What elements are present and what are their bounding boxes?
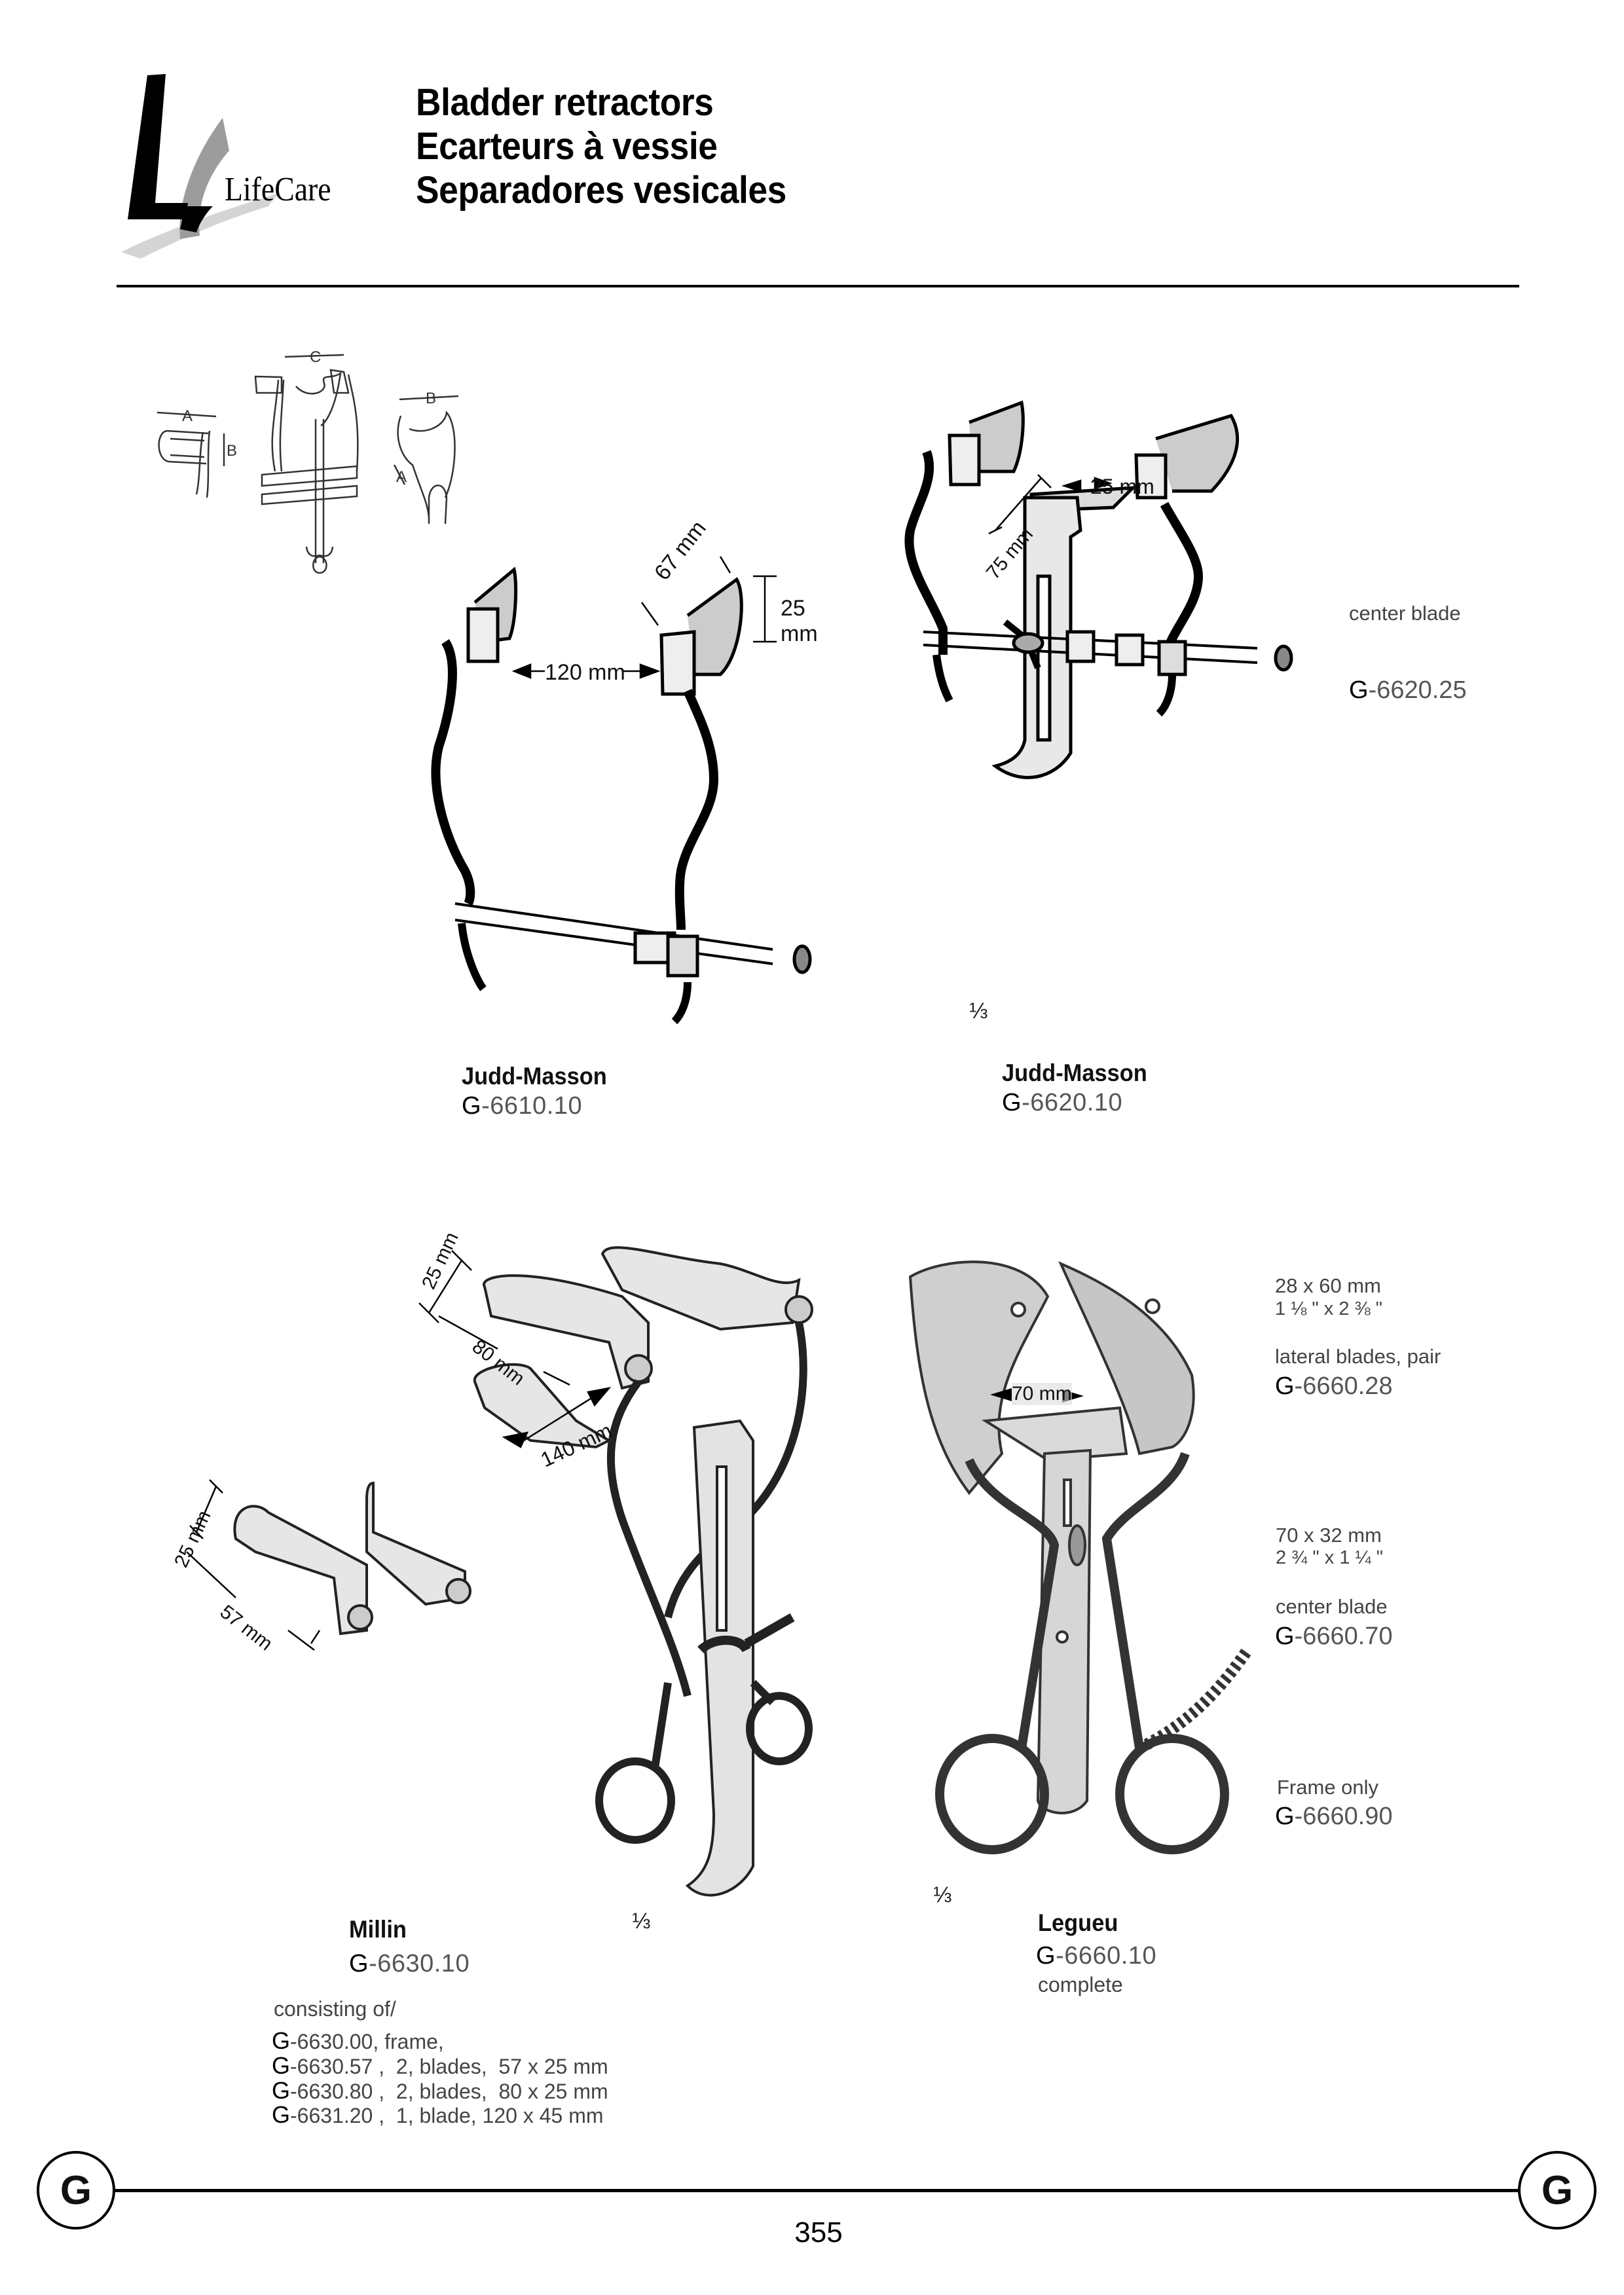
- dim-letter-a: A: [182, 407, 193, 425]
- lifecare-logo-icon: [121, 74, 278, 259]
- scale-indicator-legueu: ⅓: [933, 1882, 952, 1907]
- spec-label-frame-only: Frame only: [1277, 1776, 1379, 1799]
- product-code-6610-10: G-6610.10: [462, 1092, 583, 1120]
- section-tab-left: G: [37, 2151, 115, 2230]
- spec-code-6660-90: G-6660.90: [1275, 1803, 1393, 1830]
- dim-letter-a2: A: [396, 468, 407, 486]
- product-code-6630-10: G-6630.10: [349, 1950, 470, 1977]
- spec-size-mm-lateral: 28 x 60 mm: [1275, 1274, 1381, 1297]
- dimension-key-icon: [157, 354, 459, 574]
- page-number: 355: [794, 2216, 843, 2249]
- spec-size-in-center: 2 ¾ " x 1 ¼ ": [1276, 1547, 1384, 1568]
- product-name-millin: Millin: [349, 1916, 407, 1943]
- footer-divider: [115, 2189, 1519, 2192]
- scale-indicator-millin: ⅓: [632, 1909, 651, 1934]
- product-name-judd-masson-6610: Judd-Masson: [462, 1063, 607, 1090]
- dimension-70mm: 70 mm: [1012, 1383, 1072, 1405]
- judd-masson-6620-illustration: 75 mm 25 mm: [891, 399, 1323, 1035]
- dimension-key-diagrams: A B C B A: [144, 347, 655, 576]
- section-tab-right: G: [1518, 2151, 1596, 2230]
- page-title-es: Separadores vesicales: [416, 169, 786, 211]
- spec-size-mm-center: 70 x 32 mm: [1276, 1524, 1382, 1547]
- spec-label-center-blade: center blade: [1276, 1595, 1388, 1618]
- dimension-25mm: 25 mm: [781, 596, 818, 646]
- spec-code-6660-28: G-6660.28: [1275, 1372, 1393, 1400]
- product-code-6660-10: G-6660.10: [1036, 1942, 1157, 1970]
- accessory-label-center-blade: center blade: [1349, 602, 1461, 625]
- dim-letter-b: B: [227, 442, 238, 460]
- header-divider: [117, 285, 1519, 287]
- product-code-6620-10: G-6620.10: [1002, 1089, 1123, 1116]
- spec-code-6660-70: G-6660.70: [1275, 1623, 1393, 1650]
- part-row: G-6630.00, frame,: [272, 2027, 444, 2054]
- dim-letter-c: C: [310, 348, 322, 366]
- consisting-of-label: consisting of/: [274, 1997, 396, 2021]
- scale-indicator-6620: ⅓: [969, 999, 988, 1023]
- dim-letter-b2: B: [426, 390, 437, 407]
- product-name-legueu: Legueu: [1038, 1909, 1118, 1936]
- page-title-fr: Ecarteurs à vessie: [416, 125, 718, 168]
- retractor-judd-masson-icon: [431, 556, 812, 1025]
- millin-parts-list: G-6630.00, frame, G-6630.57 , 2, blades,…: [272, 2029, 608, 2127]
- retractor-legueu-icon: [908, 1260, 1253, 1854]
- spec-label-lateral-blades: lateral blades, pair: [1275, 1345, 1441, 1368]
- legueu-illustration: 70 mm: [891, 1244, 1270, 1886]
- retractor-millin-icon: [186, 1246, 813, 1897]
- accessory-code-6620-25: G-6620.25: [1349, 676, 1467, 704]
- dimension-120mm: 120 mm: [545, 660, 625, 685]
- judd-masson-6610-illustration: 120 mm 25 mm 67 mm: [406, 516, 825, 1035]
- brand-wordmark: LifeCare: [225, 171, 331, 208]
- spec-size-in-lateral: 1 ⅛ " x 2 ⅜ ": [1275, 1298, 1383, 1319]
- dimension-25mm-center: 25 mm: [1090, 475, 1154, 498]
- page-title-en: Bladder retractors: [416, 81, 714, 124]
- lifecare-logo: LifeCare: [115, 72, 377, 268]
- product-note-complete: complete: [1038, 1973, 1123, 1996]
- part-row: G-6630.57 , 2, blades, 57 x 25 mm: [272, 2051, 608, 2079]
- product-name-judd-masson-6620: Judd-Masson: [1002, 1059, 1147, 1086]
- retractor-judd-masson-center-blade-icon: [904, 400, 1293, 779]
- millin-illustration: 25 mm 80 mm 140 mm 25 mm 57 mm: [151, 1224, 838, 1912]
- part-row: G-6631.20 , 1, blade, 120 x 45 mm: [272, 2101, 604, 2129]
- part-row: G-6630.80 , 2, blades, 80 x 25 mm: [272, 2076, 608, 2104]
